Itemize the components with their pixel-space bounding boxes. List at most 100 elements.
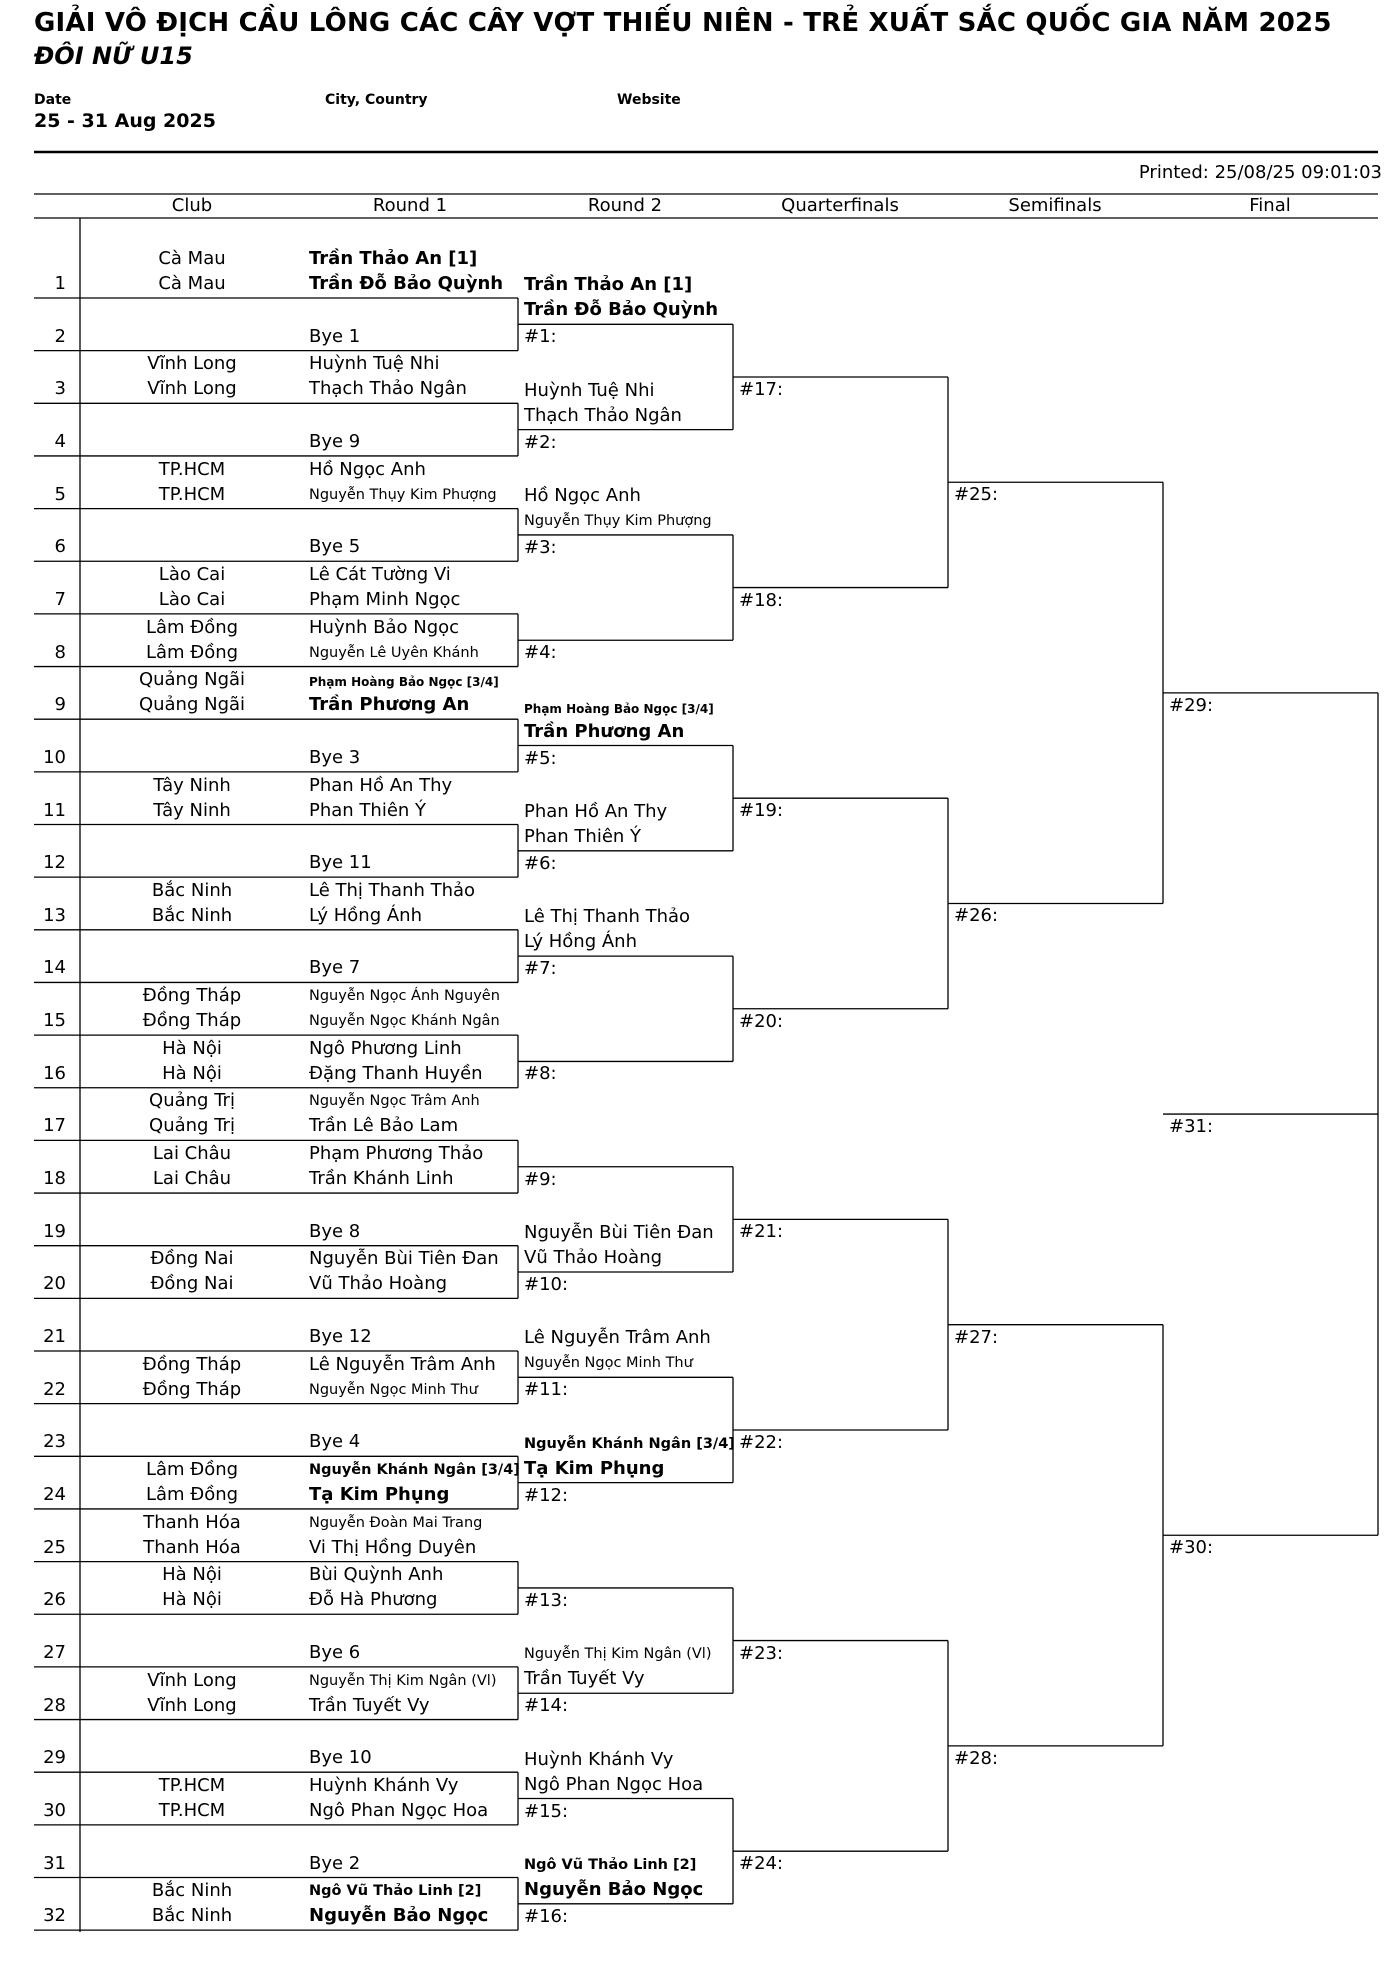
- player-name: Ngô Vũ Thảo Linh [2]: [309, 1883, 482, 1900]
- match-label: #2:: [524, 431, 557, 453]
- match-label: #16:: [524, 1905, 569, 1927]
- club-name: Lào Cai: [158, 563, 226, 585]
- draw-position-number: 5: [54, 483, 66, 505]
- player-name: Phạm Minh Ngọc: [309, 588, 461, 610]
- club-name: TP.HCM: [158, 1799, 226, 1821]
- printed-timestamp: Printed: 25/08/25 09:01:03: [1138, 162, 1382, 183]
- player-name: Phạm Phương Thảo: [309, 1143, 484, 1165]
- player-name: Ngô Phan Ngọc Hoa: [524, 1773, 704, 1795]
- col-header-round1: Round 1: [372, 195, 448, 216]
- match-label: #25:: [954, 484, 999, 506]
- match-label: #30:: [1169, 1537, 1214, 1559]
- player-name: Nguyễn Khánh Ngân [3/4]: [309, 1461, 520, 1478]
- club-name: Bắc Ninh: [151, 1880, 233, 1902]
- match-label: #14:: [524, 1695, 569, 1717]
- club-name: Thanh Hóa: [143, 1511, 241, 1533]
- player-name: Nguyễn Ngọc Minh Thư: [309, 1381, 478, 1398]
- match-label: #6:: [524, 852, 557, 874]
- match-label: #8:: [524, 1063, 557, 1085]
- club-name: Vĩnh Long: [147, 1669, 237, 1691]
- player-name: Nguyễn Ngọc Trâm Anh: [309, 1093, 480, 1110]
- club-name: Vĩnh Long: [147, 1694, 237, 1716]
- player-name: Nguyễn Bảo Ngọc: [524, 1878, 704, 1900]
- player-name: Nguyễn Lê Uyên Khánh: [309, 644, 479, 661]
- draw-position-number: 24: [43, 1483, 66, 1505]
- match-label: #27:: [954, 1326, 999, 1348]
- match-label: #18:: [739, 589, 784, 611]
- col-header-round2: Round 2: [587, 195, 663, 216]
- draw-position-number: 13: [43, 904, 66, 926]
- club-name: Đồng Tháp: [142, 1378, 242, 1400]
- player-name: Trần Tuyết Vy: [309, 1694, 430, 1716]
- player-name: Huỳnh Tuệ Nhi: [524, 379, 655, 401]
- club-name: Hà Nội: [162, 1062, 222, 1084]
- match-label: #23:: [739, 1642, 784, 1664]
- player-name: Lê Nguyễn Trâm Anh: [524, 1327, 711, 1349]
- player-name: Trần Thảo An [1]: [524, 274, 693, 296]
- draw-position-number: 25: [43, 1536, 66, 1558]
- player-name: Trần Đỗ Bảo Quỳnh: [524, 299, 719, 321]
- player-name: Lê Thị Thanh Thảo: [524, 906, 691, 928]
- draw-position-number: 4: [54, 430, 66, 452]
- match-label: #5:: [524, 747, 557, 769]
- club-name: Quảng Trị: [149, 1115, 235, 1137]
- player-name: Trần Tuyết Vy: [524, 1668, 645, 1690]
- draw-position-number: 1: [54, 273, 66, 294]
- club-name: Bắc Ninh: [151, 904, 233, 926]
- match-label: #15:: [524, 1800, 569, 1822]
- player-name: Trần Khánh Linh: [309, 1168, 454, 1190]
- player-name: Nguyễn Thị Kim Ngân (Vl): [309, 1672, 497, 1689]
- club-name: Hà Nội: [162, 1564, 222, 1586]
- club-name: Hà Nội: [162, 1037, 222, 1059]
- draw-position-number: 12: [43, 852, 66, 874]
- player-name: Hồ Ngọc Anh: [309, 458, 426, 480]
- draw-position-number: 10: [43, 746, 66, 768]
- match-label: #10:: [524, 1274, 569, 1296]
- club-name: Hà Nội: [162, 1589, 222, 1611]
- player-name: Vũ Thảo Hoàng: [524, 1247, 663, 1269]
- club-name: Quảng Trị: [149, 1090, 235, 1112]
- player-name: Trần Phương An: [524, 720, 685, 742]
- draw-position-number: 28: [43, 1694, 66, 1716]
- club-name: Tây Ninh: [153, 774, 231, 796]
- club-name: TP.HCM: [158, 458, 226, 480]
- player-name: Hồ Ngọc Anh: [524, 484, 641, 506]
- draw-position-number: 26: [43, 1589, 66, 1611]
- player-name: Nguyễn Đoàn Mai Trang: [309, 1514, 483, 1531]
- player-name: Nguyễn Bảo Ngọc: [309, 1905, 489, 1927]
- draw-position-number: 17: [43, 1115, 66, 1137]
- draw-position-number: 30: [43, 1799, 66, 1821]
- website-label: Website: [617, 92, 681, 108]
- draw-position-number: 27: [43, 1641, 66, 1663]
- club-name: TP.HCM: [158, 1774, 226, 1796]
- player-name: Bye 7: [309, 957, 361, 979]
- club-name: Đồng Nai: [150, 1273, 234, 1295]
- match-label: #31:: [1169, 1116, 1214, 1138]
- club-name: Cà Mau: [158, 273, 226, 294]
- match-label: #24:: [739, 1853, 784, 1875]
- player-name: Bye 8: [309, 1220, 361, 1242]
- player-name: Nguyễn Thị Kim Ngân (Vl): [524, 1646, 712, 1663]
- draw-position-number: 18: [43, 1168, 66, 1190]
- player-name: Trần Lê Bảo Lam: [309, 1115, 459, 1137]
- player-name: Huỳnh Khánh Vy: [524, 1748, 674, 1770]
- club-name: Vĩnh Long: [147, 378, 237, 400]
- player-name: Lê Thị Thanh Thảo: [309, 879, 476, 901]
- player-name: Lý Hồng Ánh: [309, 904, 422, 926]
- match-label: #12:: [524, 1484, 569, 1506]
- match-label: #3:: [524, 536, 557, 558]
- player-name: Vũ Thảo Hoàng: [309, 1273, 448, 1295]
- player-name: Ngô Phan Ngọc Hoa: [309, 1799, 489, 1821]
- draw-position-number: 19: [43, 1220, 66, 1242]
- match-label: #29:: [1169, 694, 1214, 716]
- club-name: Cà Mau: [158, 248, 226, 269]
- club-name: Thanh Hóa: [143, 1536, 241, 1558]
- player-name: Nguyễn Ngọc Khánh Ngân: [309, 1013, 500, 1030]
- player-name: Bye 2: [309, 1852, 361, 1874]
- player-name: Phan Thiên Ý: [309, 799, 427, 821]
- club-name: Quảng Ngãi: [138, 694, 246, 716]
- club-name: Đồng Nai: [150, 1248, 234, 1270]
- player-name: Phan Hồ An Thy: [309, 774, 453, 796]
- player-name: Phan Thiên Ý: [524, 825, 642, 847]
- col-header-quarterfinals: Quarterfinals: [781, 195, 899, 216]
